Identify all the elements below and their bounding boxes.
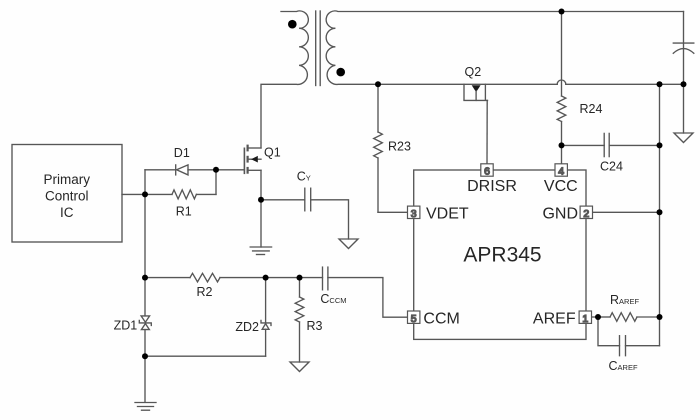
svg-text:APR345: APR345 [463,244,541,267]
svg-text:C24: C24 [600,160,623,174]
svg-text:D1: D1 [174,146,190,160]
svg-text:2: 2 [583,208,589,220]
svg-text:ZD2: ZD2 [235,320,259,334]
svg-text:CY: CY [297,169,311,183]
svg-text:DRISR: DRISR [467,178,517,195]
svg-text:Control: Control [45,188,89,203]
svg-text:6: 6 [484,166,490,178]
svg-text:R23: R23 [388,140,411,154]
svg-text:R24: R24 [580,102,603,116]
svg-text:CCM: CCM [423,310,459,327]
svg-text:Primary: Primary [44,172,91,187]
svg-text:ZD1: ZD1 [114,319,138,333]
svg-text:4: 4 [558,166,564,178]
svg-text:RAREF: RAREF [610,293,639,307]
svg-text:5: 5 [411,313,417,325]
svg-text:AREF: AREF [533,310,576,327]
svg-text:VDET: VDET [426,206,469,223]
svg-text:Q1: Q1 [264,146,281,160]
svg-text:IC: IC [60,205,74,220]
svg-text:GND: GND [542,206,578,223]
svg-text:VCC: VCC [544,178,578,195]
svg-text:Q2: Q2 [465,65,482,79]
svg-text:R1: R1 [176,205,192,219]
svg-text:3: 3 [411,208,417,220]
svg-text:R3: R3 [307,319,323,333]
svg-text:CAREF: CAREF [609,359,638,373]
svg-text:1: 1 [582,313,588,325]
svg-text:R2: R2 [197,285,213,299]
svg-text:CCCM: CCCM [320,292,346,306]
